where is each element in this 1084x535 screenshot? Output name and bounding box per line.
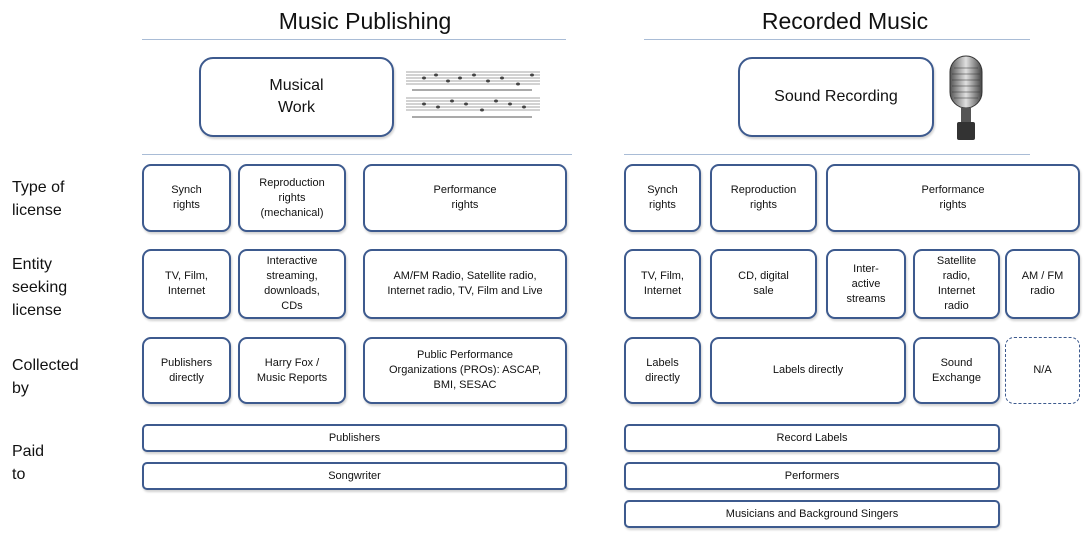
pub-paid-publishers: Publishers xyxy=(142,424,567,452)
sheet-music-icon xyxy=(406,71,540,118)
pub-collected-harry-fox: Harry Fox / Music Reports xyxy=(238,337,346,404)
sound-recording-box: Sound Recording xyxy=(738,57,934,137)
pub-paid-songwriter: Songwriter xyxy=(142,462,567,490)
rec-paid-record-labels: Record Labels xyxy=(624,424,1000,452)
microphone-icon xyxy=(949,55,983,140)
rec-collected-soundexchange: Sound Exchange xyxy=(913,337,1000,404)
rec-collected-na: N/A xyxy=(1005,337,1080,404)
rec-entity-satellite: Satellite radio, Internet radio xyxy=(913,249,1000,319)
recorded-title-rule xyxy=(644,39,1030,40)
pub-performance-rights: Performance rights xyxy=(363,164,567,232)
pub-entity-radio: AM/FM Radio, Satellite radio, Internet r… xyxy=(363,249,567,319)
pub-synch-rights: Synch rights xyxy=(142,164,231,232)
sound-recording-label: Sound Recording xyxy=(774,88,898,105)
recorded-music-title: Recorded Music xyxy=(761,8,929,34)
row-label-entity: Entity seeking license xyxy=(12,256,68,319)
row-label-collected: Collected by xyxy=(12,357,79,397)
pub-collected-publishers: Publishers directly xyxy=(142,337,231,404)
rec-reproduction-rights: Reproduction rights xyxy=(710,164,817,232)
rec-collected-labels-directly: Labels directly xyxy=(710,337,906,404)
rec-entity-interactive: Inter- active streams xyxy=(826,249,906,319)
rec-entity-amfm: AM / FM radio xyxy=(1005,249,1080,319)
pub-collected-pros: Public Performance Organizations (PROs):… xyxy=(363,337,567,404)
pub-entity-tv-film: TV, Film, Internet xyxy=(142,249,231,319)
music-publishing-title: Music Publishing xyxy=(278,8,452,34)
publishing-section-rule xyxy=(142,154,572,155)
rec-entity-cd-digital: CD, digital sale xyxy=(710,249,817,319)
rec-entity-tv-film: TV, Film, Internet xyxy=(624,249,701,319)
pub-reproduction-rights: Reproduction rights (mechanical) xyxy=(238,164,346,232)
rec-paid-performers: Performers xyxy=(624,462,1000,490)
rec-paid-musicians: Musicians and Background Singers xyxy=(624,500,1000,528)
rec-performance-rights: Performance rights xyxy=(826,164,1080,232)
recorded-section-rule xyxy=(624,154,1030,155)
rec-collected-labels: Labels directly xyxy=(624,337,701,404)
rec-synch-rights: Synch rights xyxy=(624,164,701,232)
publishing-title-rule xyxy=(142,39,566,40)
row-label-type: Type of license xyxy=(12,179,65,219)
musical-work-label: Musical Work xyxy=(269,77,324,116)
musical-work-box: Musical Work xyxy=(199,57,394,137)
row-label-paid: Paid to xyxy=(12,443,45,483)
pub-entity-interactive: Interactive streaming, downloads, CDs xyxy=(238,249,346,319)
